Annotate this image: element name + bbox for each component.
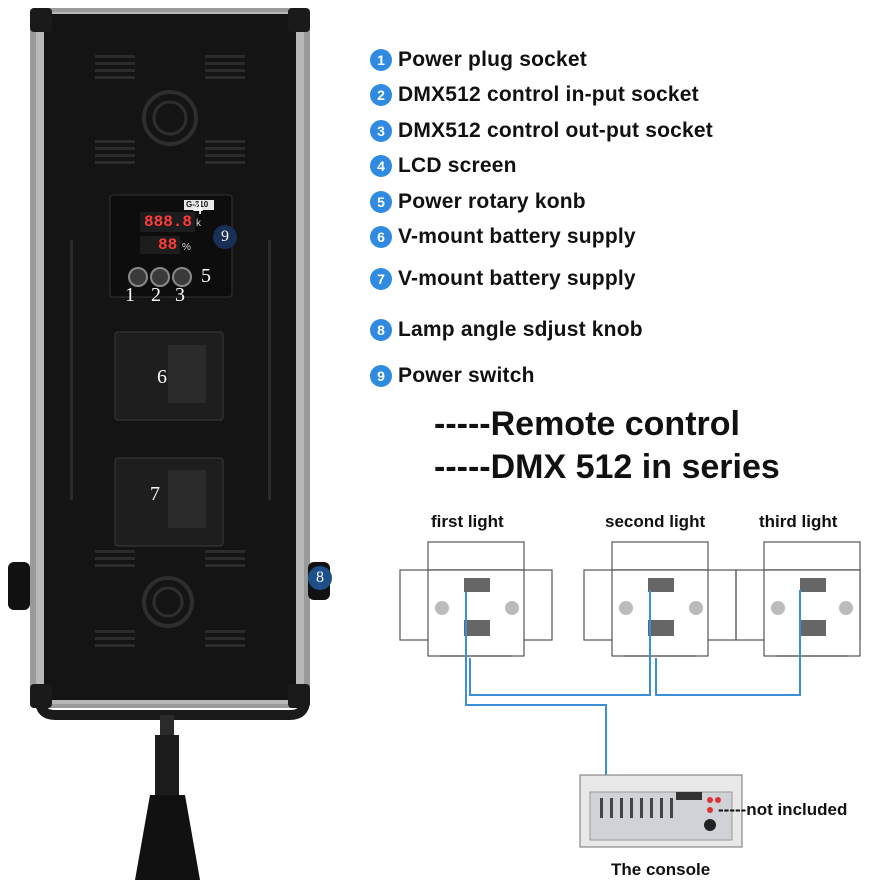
third-light-label: third light — [759, 512, 838, 531]
legend-text-1: Power plug socket — [398, 48, 587, 71]
legend-text-9: Power switch — [398, 364, 535, 387]
legend-text-2: DMX512 control in-put socket — [398, 83, 699, 106]
legend-item-6: 6 V-mount battery supply — [370, 222, 636, 252]
callout-5: 5 — [201, 265, 211, 287]
legend-number-8: 8 — [370, 319, 392, 341]
callout-9: 9 — [213, 225, 237, 249]
legend-number-4: 4 — [370, 155, 392, 177]
legend-item-3: 3 DMX512 control out-put socket — [370, 116, 713, 146]
lcd-unit-percent: % — [182, 242, 191, 253]
legend-number-3: 3 — [370, 120, 392, 142]
legend-text-5: Power rotary konb — [398, 190, 586, 213]
callout-4: 4 — [193, 197, 203, 219]
legend-text-8: Lamp angle sdjust knob — [398, 318, 643, 341]
remote-control-heading: -----Remote control — [434, 405, 740, 443]
legend-text-6: V-mount battery supply — [398, 225, 636, 248]
legend-number-9: 9 — [370, 365, 392, 387]
legend-text-7: V-mount battery supply — [398, 267, 636, 290]
legend-number-2: 2 — [370, 84, 392, 106]
legend-item-5: 5 Power rotary konb — [370, 187, 586, 217]
legend-number-7: 7 — [370, 268, 392, 290]
legend-number-6: 6 — [370, 226, 392, 248]
first-light-label: first light — [431, 512, 504, 531]
console-caption: The console — [611, 860, 711, 879]
dmx-series-diagram — [399, 541, 861, 848]
lcd-bottom-readout: 88 — [158, 236, 178, 254]
legend-item-8: 8 Lamp angle sdjust knob — [370, 315, 643, 345]
callout-8: 8 — [308, 566, 332, 590]
legend-item-2: 2 DMX512 control in-put socket — [370, 80, 699, 110]
legend-number-5: 5 — [370, 191, 392, 213]
callout-1: 1 — [125, 284, 135, 306]
controller-model-label: G-310 — [186, 200, 209, 209]
callout-2: 2 — [151, 284, 161, 306]
legend-item-9: 9 Power switch — [370, 361, 535, 391]
second-light-label: second light — [605, 512, 706, 531]
legend-text-3: DMX512 control out-put socket — [398, 119, 713, 142]
callout-6: 6 — [157, 366, 167, 388]
panel-illustration — [8, 8, 330, 880]
callout-3: 3 — [175, 284, 185, 306]
legend-item-4: 4 LCD screen — [370, 151, 517, 181]
lcd-top-readout: 888.8 — [144, 213, 193, 231]
legend-item-1: 1 Power plug socket — [370, 45, 587, 75]
panel-photo: 888.8 k 88 % G-310 1 2 3 4 5 6 7 8 9 — [0, 0, 340, 880]
lcd-unit-k: k — [196, 218, 201, 229]
dmx-series-heading: -----DMX 512 in series — [434, 448, 780, 486]
callout-7: 7 — [150, 483, 160, 505]
not-included-note: -----not included — [718, 800, 848, 819]
legend-number-1: 1 — [370, 49, 392, 71]
legend-text-4: LCD screen — [398, 154, 517, 177]
legend-item-7: 7 V-mount battery supply — [370, 264, 636, 294]
